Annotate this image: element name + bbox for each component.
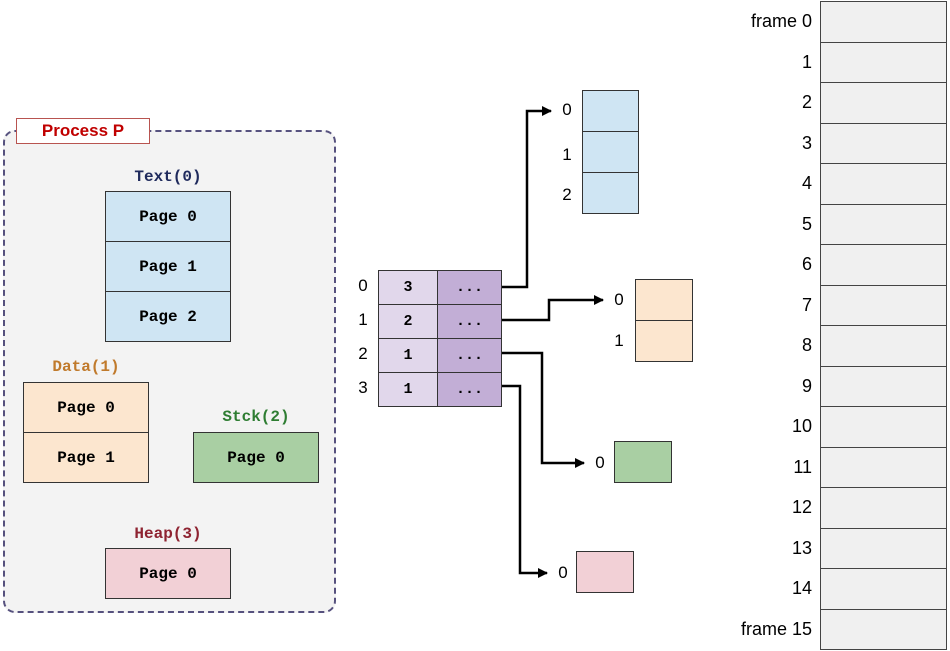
segment-index-1: 1 [358,310,368,329]
memory-frame-label-14: 14 [791,578,812,598]
memory-frame-label-13: 13 [791,537,812,558]
memory-frame-4 [820,163,947,205]
memory-frame-5 [820,203,947,245]
data-page-0: Page 0 [23,382,149,433]
heap-segment-title: Heap(3) [134,525,202,543]
text-pt-index-2: 2 [562,185,572,204]
text-segment-title: Text(0) [134,168,202,186]
memory-frame-label-6: 6 [801,254,812,274]
memory-frame-label-8: 8 [801,335,812,355]
memory-frame-7 [820,284,947,326]
memory-frame-1 [820,41,947,83]
arrow-segment-0-to-text-pt [502,106,552,289]
memory-frame-label-0: frame 0 [750,11,812,31]
segment-index-2: 2 [358,344,368,363]
memory-frame-label-10: 10 [791,416,812,436]
process-title: Process P [16,118,150,144]
memory-frame-label-7: 7 [801,294,812,315]
memory-frame-label-12: 12 [791,497,812,517]
memory-frame-3 [820,122,947,164]
segment-pointer-2: ... [437,338,502,373]
memory-frame-label-15: frame 15 [740,618,812,639]
memory-frame-9 [820,365,947,407]
heap-pt-index-0: 0 [558,563,568,582]
text-pt-entry-2 [582,172,639,214]
memory-frame-label-11: 11 [793,456,812,477]
arrow-segment-3-to-heap-pt [502,384,548,578]
memory-frame-label-4: 4 [801,173,812,193]
heap-page-0: Page 0 [105,548,231,599]
data-pt-entry-0 [635,279,693,321]
memory-frame-label-5: 5 [801,213,812,234]
arrow-segment-2-to-stack-pt [502,351,585,468]
memory-frame-6 [820,244,947,286]
text-pt-index-0: 0 [562,100,572,119]
memory-frame-11 [820,446,947,488]
memory-frame-label-9: 9 [801,375,812,396]
segment-pointer-3: ... [437,372,502,407]
text-page-0: Page 0 [105,191,231,242]
segment-index-0: 0 [358,276,368,295]
memory-frame-label-2: 2 [801,92,812,112]
data-pt-index-0: 0 [614,290,624,309]
memory-frame-0 [820,1,947,43]
segment-index-3: 3 [358,378,368,397]
text-page-2: Page 2 [105,291,231,342]
segment-size-2: 1 [378,338,438,373]
data-segment-title: Data(1) [52,358,120,376]
memory-frame-15 [820,608,947,650]
stack-pt-index-0: 0 [595,453,605,472]
memory-frame-label-1: 1 [801,51,812,72]
data-pt-index-1: 1 [614,331,624,350]
stack-page-0: Page 0 [193,432,319,483]
text-pt-index-1: 1 [562,145,572,164]
data-pt-entry-1 [635,320,693,362]
text-pt-entry-0 [582,90,639,132]
memory-frame-8 [820,325,947,367]
segment-pointer-1: ... [437,304,502,339]
data-page-1: Page 1 [23,432,149,483]
segment-size-3: 1 [378,372,438,407]
memory-frame-2 [820,82,947,124]
arrow-segment-1-to-data-pt [502,295,604,322]
stack-pt-entry-0 [614,441,672,483]
memory-frame-label-3: 3 [801,132,812,153]
heap-pt-entry-0 [576,551,634,593]
stack-segment-title: Stck(2) [222,408,290,426]
memory-frame-14 [820,568,947,610]
